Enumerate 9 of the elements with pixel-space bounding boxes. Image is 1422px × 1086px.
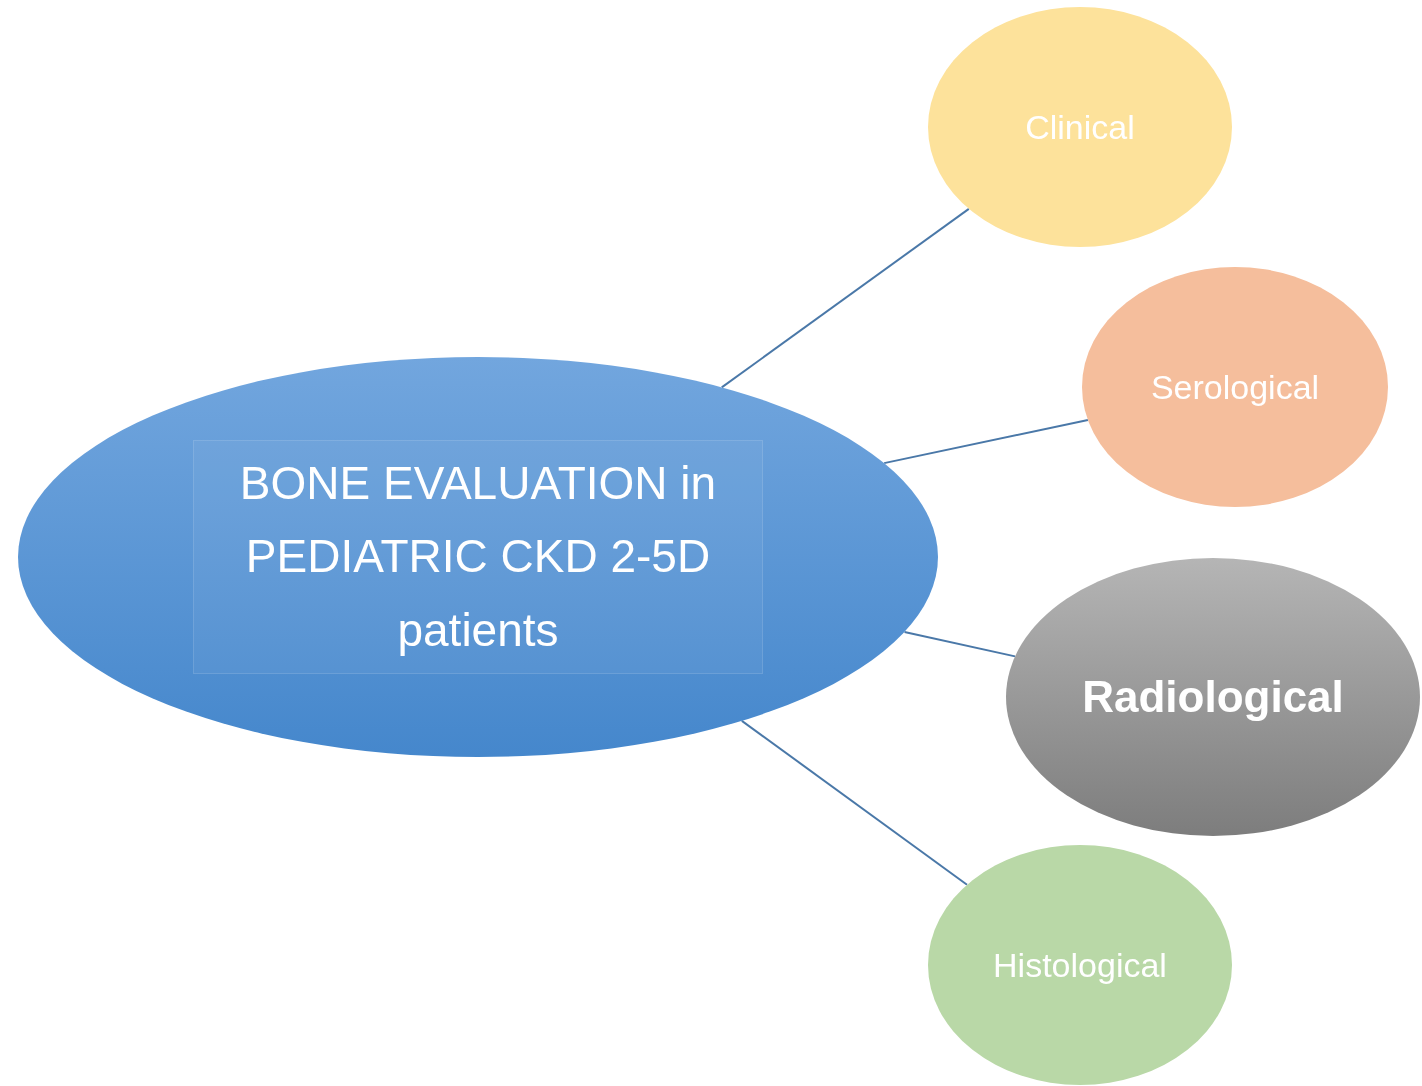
node-label: BONE EVALUATION in PEDIATRIC CKD 2-5D patients <box>193 439 763 675</box>
connector-line <box>740 719 969 886</box>
connector-line <box>720 207 970 389</box>
node-label: Histological <box>993 944 1167 986</box>
node-label: Radiological <box>1082 670 1344 723</box>
connector-line <box>883 419 1089 465</box>
node-label: Clinical <box>1025 106 1135 148</box>
node-label: Serological <box>1150 366 1320 408</box>
connector-line <box>903 630 1017 658</box>
